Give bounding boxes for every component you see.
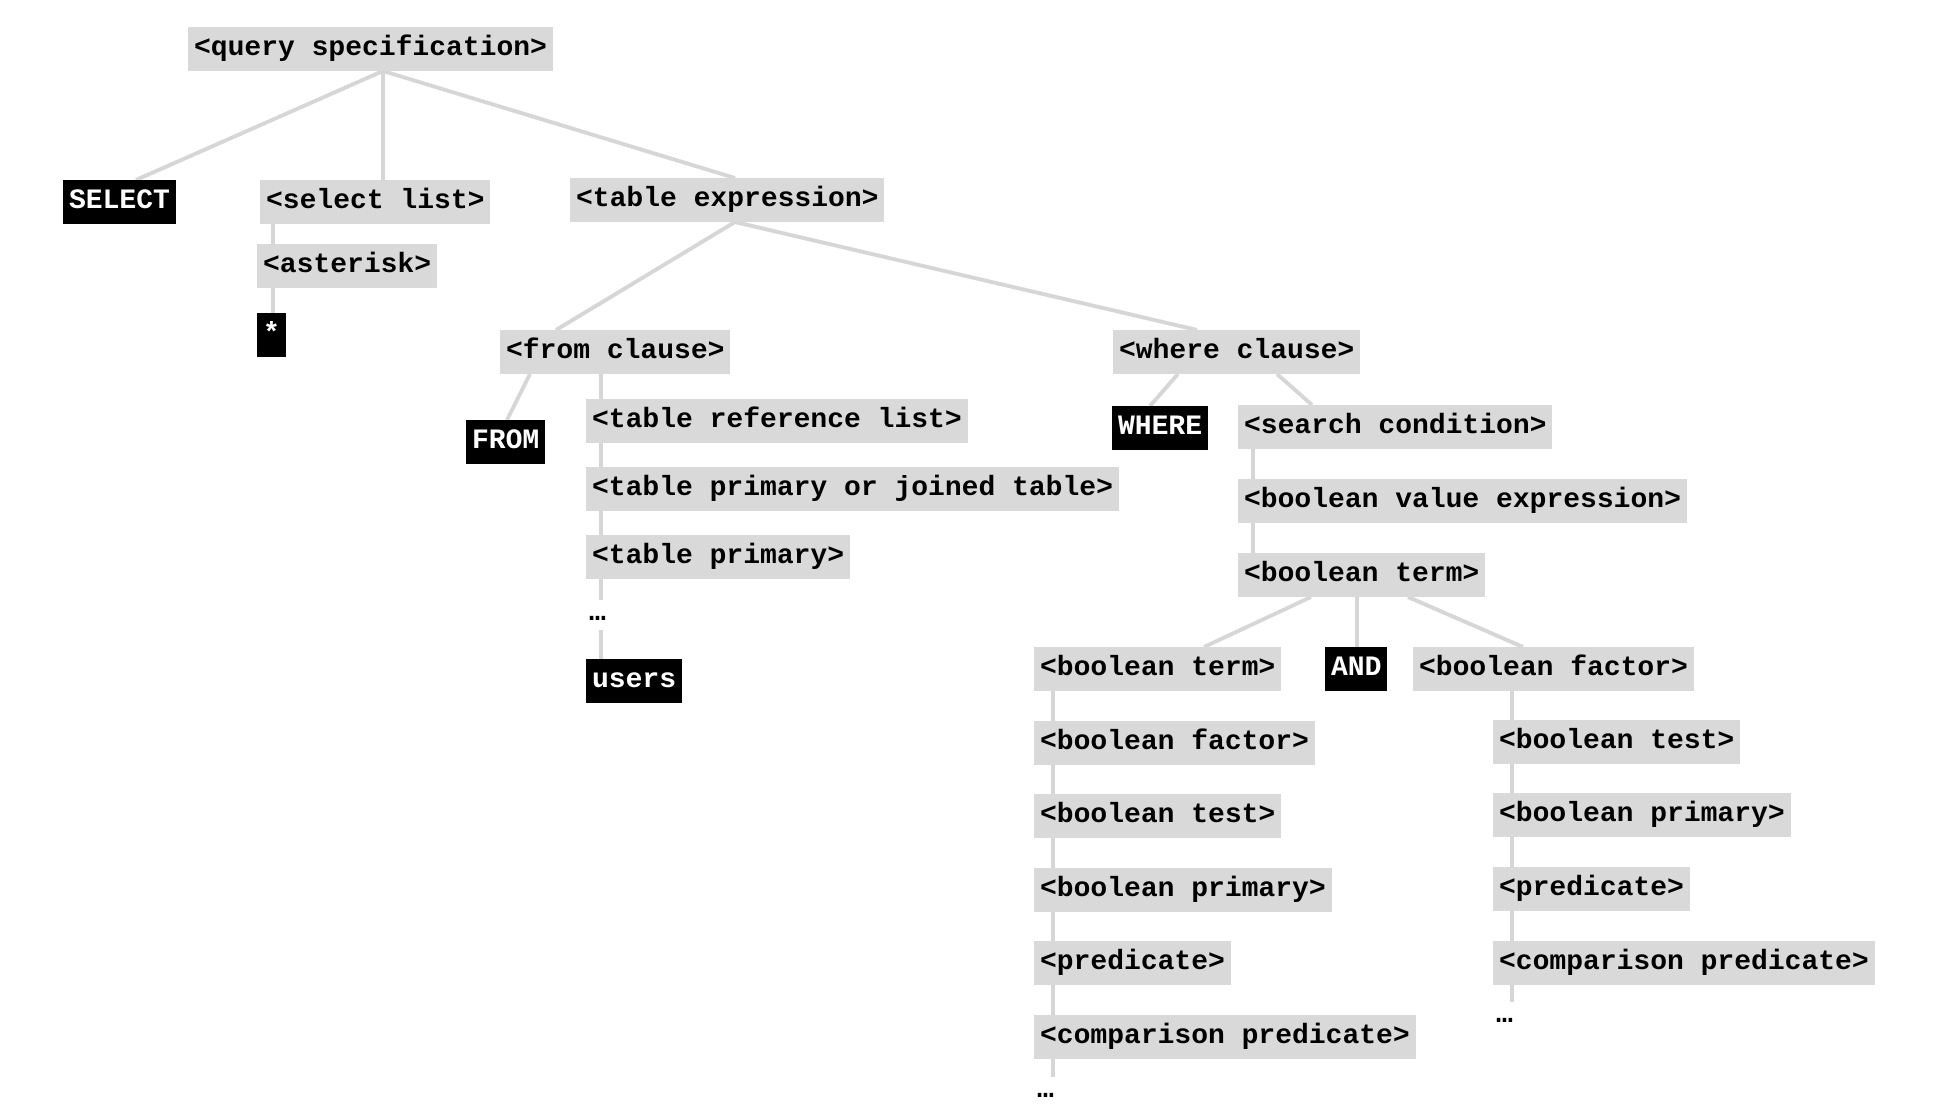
node-and-keyword: AND — [1325, 647, 1388, 691]
node-where-clause: <where clause> — [1113, 330, 1361, 374]
node-left-comparison-predicate: <comparison predicate> — [1034, 1015, 1416, 1059]
node-select-keyword: SELECT — [63, 180, 176, 224]
node-from-ellipsis: … — [589, 598, 606, 629]
node-boolean-value-expression: <boolean value expression> — [1238, 479, 1687, 523]
edge-qs-select — [135, 69, 384, 182]
edge-qs-tableexpression — [382, 69, 736, 180]
node-right-comparison-predicate: <comparison predicate> — [1493, 941, 1875, 985]
node-table-primary-or-joined-table: <table primary or joined table> — [586, 467, 1119, 511]
edge-tableexpression-where — [734, 220, 1198, 332]
node-right-predicate: <predicate> — [1493, 867, 1690, 911]
edge-where-wherekw — [1148, 372, 1180, 408]
edge-tableexpression-from — [554, 220, 737, 332]
node-right-boolean-factor: <boolean factor> — [1413, 647, 1694, 691]
node-select-list: <select list> — [260, 180, 491, 224]
node-from-keyword: FROM — [466, 420, 546, 464]
node-left-predicate: <predicate> — [1034, 941, 1231, 985]
edge-where-searchcondition — [1275, 372, 1314, 407]
edge-from-fromkw — [505, 373, 532, 421]
node-left-ellipsis: … — [1037, 1075, 1054, 1106]
node-right-boolean-primary: <boolean primary> — [1493, 793, 1791, 837]
node-table-expression: <table expression> — [570, 178, 885, 222]
edge-booleanterm-left — [1203, 595, 1312, 649]
node-users-terminal: users — [586, 659, 683, 703]
node-asterisk: <asterisk> — [257, 244, 438, 288]
node-right-ellipsis: … — [1496, 1000, 1513, 1031]
node-left-boolean-test: <boolean test> — [1034, 794, 1282, 838]
node-boolean-term: <boolean term> — [1238, 553, 1486, 597]
node-left-boolean-factor: <boolean factor> — [1034, 721, 1315, 765]
node-left-boolean-primary: <boolean primary> — [1034, 868, 1332, 912]
node-table-primary: <table primary> — [586, 535, 851, 579]
node-left-boolean-term: <boolean term> — [1034, 647, 1282, 691]
node-star-terminal: * — [257, 313, 286, 357]
node-right-boolean-test: <boolean test> — [1493, 720, 1741, 764]
node-table-reference-list: <table reference list> — [586, 399, 968, 443]
node-query-specification: <query specification> — [188, 27, 553, 71]
node-where-keyword: WHERE — [1112, 406, 1209, 450]
node-search-condition: <search condition> — [1238, 405, 1553, 449]
edge-booleanterm-right — [1407, 595, 1524, 649]
node-from-clause: <from clause> — [500, 330, 731, 374]
